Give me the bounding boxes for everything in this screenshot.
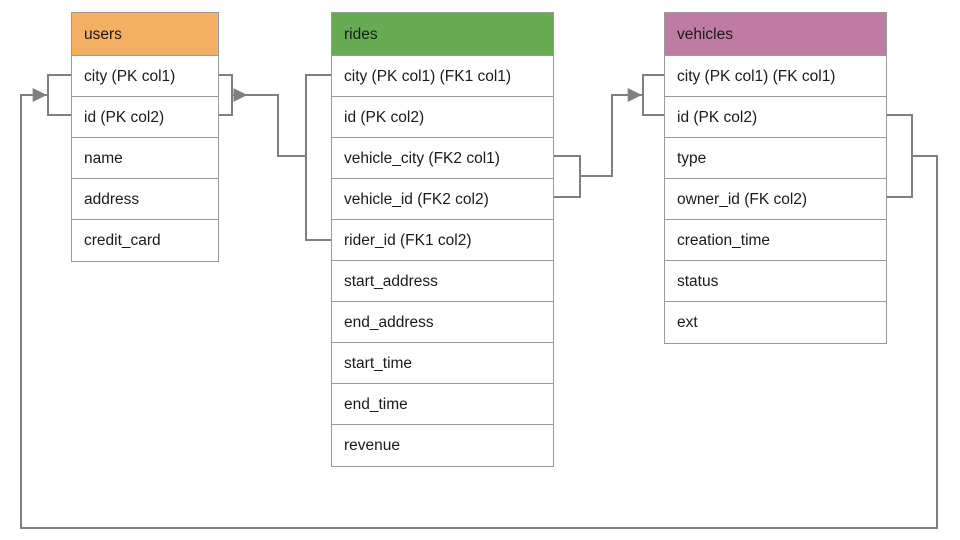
table-rides-column-city[interactable]: city (PK col1) (FK1 col1) [332, 56, 553, 97]
table-users-column-id[interactable]: id (PK col2) [72, 97, 218, 138]
table-users-header: users [72, 13, 218, 56]
edge-vehicles-right-bracket [886, 114, 913, 198]
edge-rides-left-bracket [305, 74, 332, 241]
table-vehicles-header: vehicles [665, 13, 886, 56]
table-rides-column-end-time[interactable]: end_time [332, 384, 553, 425]
table-users-column-credit-card[interactable]: credit_card [84, 232, 161, 249]
edge-users-left-bracket [47, 74, 72, 116]
table-vehicles-column-id[interactable]: id (PK col2) [665, 97, 886, 138]
table-vehicles-column-city[interactable]: city (PK col1) (FK col1) [665, 56, 886, 97]
table-vehicles-column-creation-time[interactable]: creation_time [665, 220, 886, 261]
table-vehicles-column-type[interactable]: type [665, 138, 886, 179]
table-vehicles-column-status[interactable]: status [665, 261, 886, 302]
edge-vehicles-left-bracket [642, 74, 665, 116]
table-vehicles-column-ext[interactable]: ext [677, 314, 698, 331]
table-rides-header: rides [332, 13, 553, 56]
edge-rides-right-bracket [553, 155, 581, 198]
table-rides-column-end-address[interactable]: end_address [332, 302, 553, 343]
table-rides-column-id[interactable]: id (PK col2) [332, 97, 553, 138]
table-vehicles-column-owner-id[interactable]: owner_id (FK col2) [665, 179, 886, 220]
table-rides-column-vehicle-id[interactable]: vehicle_id (FK2 col2) [332, 179, 553, 220]
table-rides-column-revenue[interactable]: revenue [344, 437, 401, 454]
table-vehicles[interactable]: vehicles city (PK col1) (FK col1) id (PK… [664, 12, 887, 344]
edge-rides-to-users [233, 88, 307, 157]
table-rides-column-vehicle-city[interactable]: vehicle_city (FK2 col1) [332, 138, 553, 179]
table-rides-column-start-address[interactable]: start_address [332, 261, 553, 302]
table-users-column-city[interactable]: city (PK col1) [72, 56, 218, 97]
edge-rides-to-vehicles [579, 88, 642, 177]
table-rides-column-rider-id[interactable]: rider_id (FK1 col2) [332, 220, 553, 261]
table-rides[interactable]: rides city (PK col1) (FK1 col1) id (PK c… [331, 12, 554, 467]
table-users-column-address[interactable]: address [72, 179, 218, 220]
table-rides-column-start-time[interactable]: start_time [332, 343, 553, 384]
table-users-column-name[interactable]: name [72, 138, 218, 179]
table-users[interactable]: users city (PK col1) id (PK col2) name a… [71, 12, 219, 262]
edge-users-right-bracket [218, 74, 233, 116]
